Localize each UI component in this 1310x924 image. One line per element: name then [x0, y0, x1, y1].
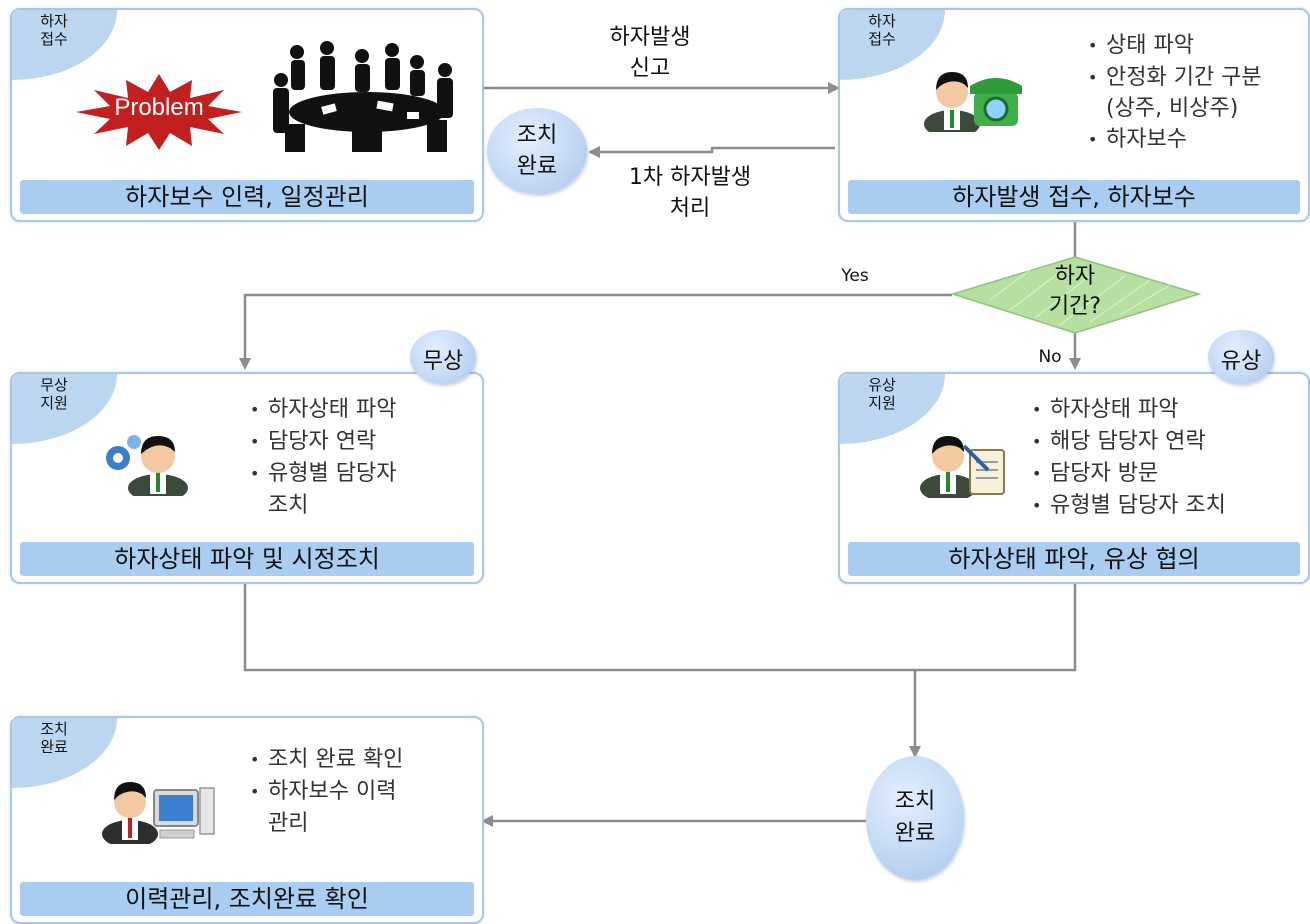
done-circle-bottom: 조치 완료: [866, 756, 964, 880]
first-handle-label: 1차 하자발생 처리: [628, 165, 752, 221]
box-reception-bullets: 상태 파악 안정화 기간 구분 (상주, 비상주) 하자보수: [1088, 30, 1303, 156]
list-item: 하자상태 파악: [250, 394, 475, 426]
problem-label: Problem: [114, 94, 204, 121]
box-intake-footer: 하자보수 인력, 일정관리: [20, 180, 474, 214]
box-completion-bullets: 조치 완료 확인 하자보수 이력 관리: [250, 744, 475, 840]
free-badge: 무상: [410, 330, 476, 384]
box-free-support: 무상 지원 하자상태 파악 담당자 연락 유형별 담당자 조치 하자상태 파악 …: [10, 372, 484, 584]
merge-path: [243, 582, 1077, 672]
box-paid-footer: 하자상태 파악, 유상 협의: [848, 542, 1300, 576]
list-item: 하자상태 파악: [1032, 394, 1304, 426]
box-reception-footer: 하자발생 접수, 하자보수: [848, 180, 1300, 214]
decision-label: 하자 기간?: [1048, 264, 1102, 319]
first-handle-arrow: [588, 146, 835, 158]
person-clipboard-icon: [920, 436, 1005, 498]
box-completion-footer: 이력관리, 조치완료 확인: [20, 882, 474, 916]
yes-path: [239, 293, 952, 370]
box-free-bullets: 하자상태 파악 담당자 연락 유형별 담당자 조치: [250, 394, 475, 522]
person-gears-icon: [106, 435, 188, 496]
box-free-tab-label: 무상 지원: [40, 376, 68, 412]
paid-badge-label: 유상: [1220, 349, 1262, 374]
list-item: 담당자 방문: [1032, 458, 1304, 490]
box-paid-tab-label: 유상 지원: [868, 376, 896, 412]
done-circle-top: 조치 완료: [487, 108, 587, 194]
decision-diamond: [950, 256, 1202, 334]
box-completion: 조치 완료 조치 완료 확인 하자보수 이력 관리 이력관리, 조치완료 확인: [10, 716, 484, 924]
no-label: No: [1038, 347, 1062, 367]
person-phone-icon: [924, 72, 1022, 132]
box-reception-tab-label: 하자 접수: [868, 12, 896, 48]
report-label: 하자발생 신고: [609, 25, 691, 81]
free-badge-label: 무상: [422, 349, 464, 374]
box-reception: 하자 접수 상태 파악 안정화 기간 구분 (상주, 비상주) 하자보수 하자발…: [838, 8, 1310, 222]
box-free-footer: 하자상태 파악 및 시정조치: [20, 542, 474, 576]
list-item: 안정화 기간 구분 (상주, 비상주): [1088, 62, 1303, 124]
paid-badge: 유상: [1208, 330, 1274, 384]
box-paid-bullets: 하자상태 파악 해당 담당자 연락 담당자 방문 유형별 담당자 조치: [1032, 394, 1304, 522]
list-item: 담당자 연락: [250, 426, 475, 458]
done-circle-top-label: 조치 완료: [516, 123, 558, 179]
list-item: 해당 담당자 연락: [1032, 426, 1304, 458]
meeting-illustration-icon: [273, 41, 453, 152]
list-item: 하자보수: [1088, 124, 1303, 156]
box-intake-tab-label: 하자 접수: [40, 12, 68, 48]
box-completion-tab-label: 조치 완료: [40, 720, 68, 756]
yes-label: Yes: [841, 266, 869, 286]
box-intake: 하자 접수 Problem 하자보수 인력, 일정관리: [10, 8, 484, 222]
done-circle-bottom-label: 조치 완료: [894, 789, 936, 846]
person-computer-icon: [102, 782, 215, 844]
list-item: 상태 파악: [1088, 30, 1303, 62]
list-item: 조치 완료 확인: [250, 744, 475, 776]
list-item: 유형별 담당자 조치: [250, 458, 475, 522]
box-paid-support: 유상 지원 하자상태 파악 해당 담당자 연락 담당자 방문 유형별 담당자 조…: [838, 372, 1310, 584]
list-item: 유형별 담당자 조치: [1032, 490, 1304, 522]
list-item: 하자보수 이력 관리: [250, 776, 475, 840]
problem-burst-icon: [76, 74, 242, 150]
